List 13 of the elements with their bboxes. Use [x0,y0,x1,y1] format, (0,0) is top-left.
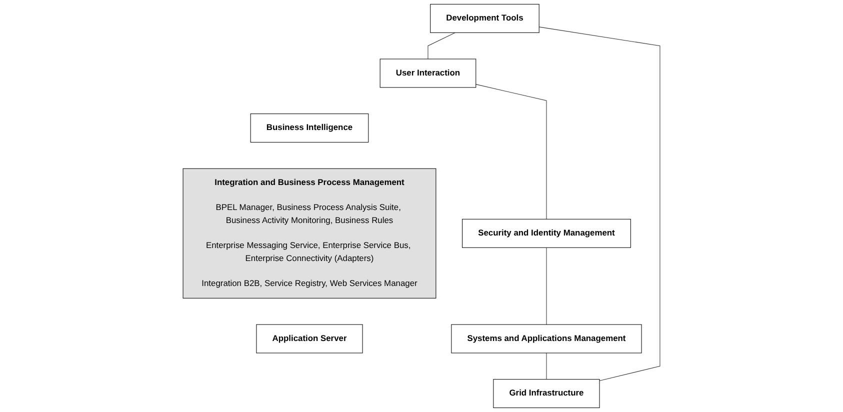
node-box: Development Tools [430,4,540,33]
node-box: Security and Identity Management [462,218,631,248]
connector [428,32,456,60]
connector [546,352,547,380]
node-box: Business Intelligence [250,114,369,143]
node-box: Application Server [256,324,363,354]
node-box: User Interaction [380,58,476,88]
node-box: Systems and Applications Management [451,324,642,354]
node-box: Integration and Business Process Management BPEL Manager, Business Process Analysis Suite, Business Activity Monitoring, Business Rules Enterprise Messaging Service, Enterprise Service Bus, Enterprise Connectivity (Adapters) Integration B2B, Service Registry, Web Services Manager [182,168,436,298]
connector [538,26,660,382]
node-box: Grid Infrastructure [493,379,600,408]
connector [546,247,547,325]
connector [476,84,547,220]
